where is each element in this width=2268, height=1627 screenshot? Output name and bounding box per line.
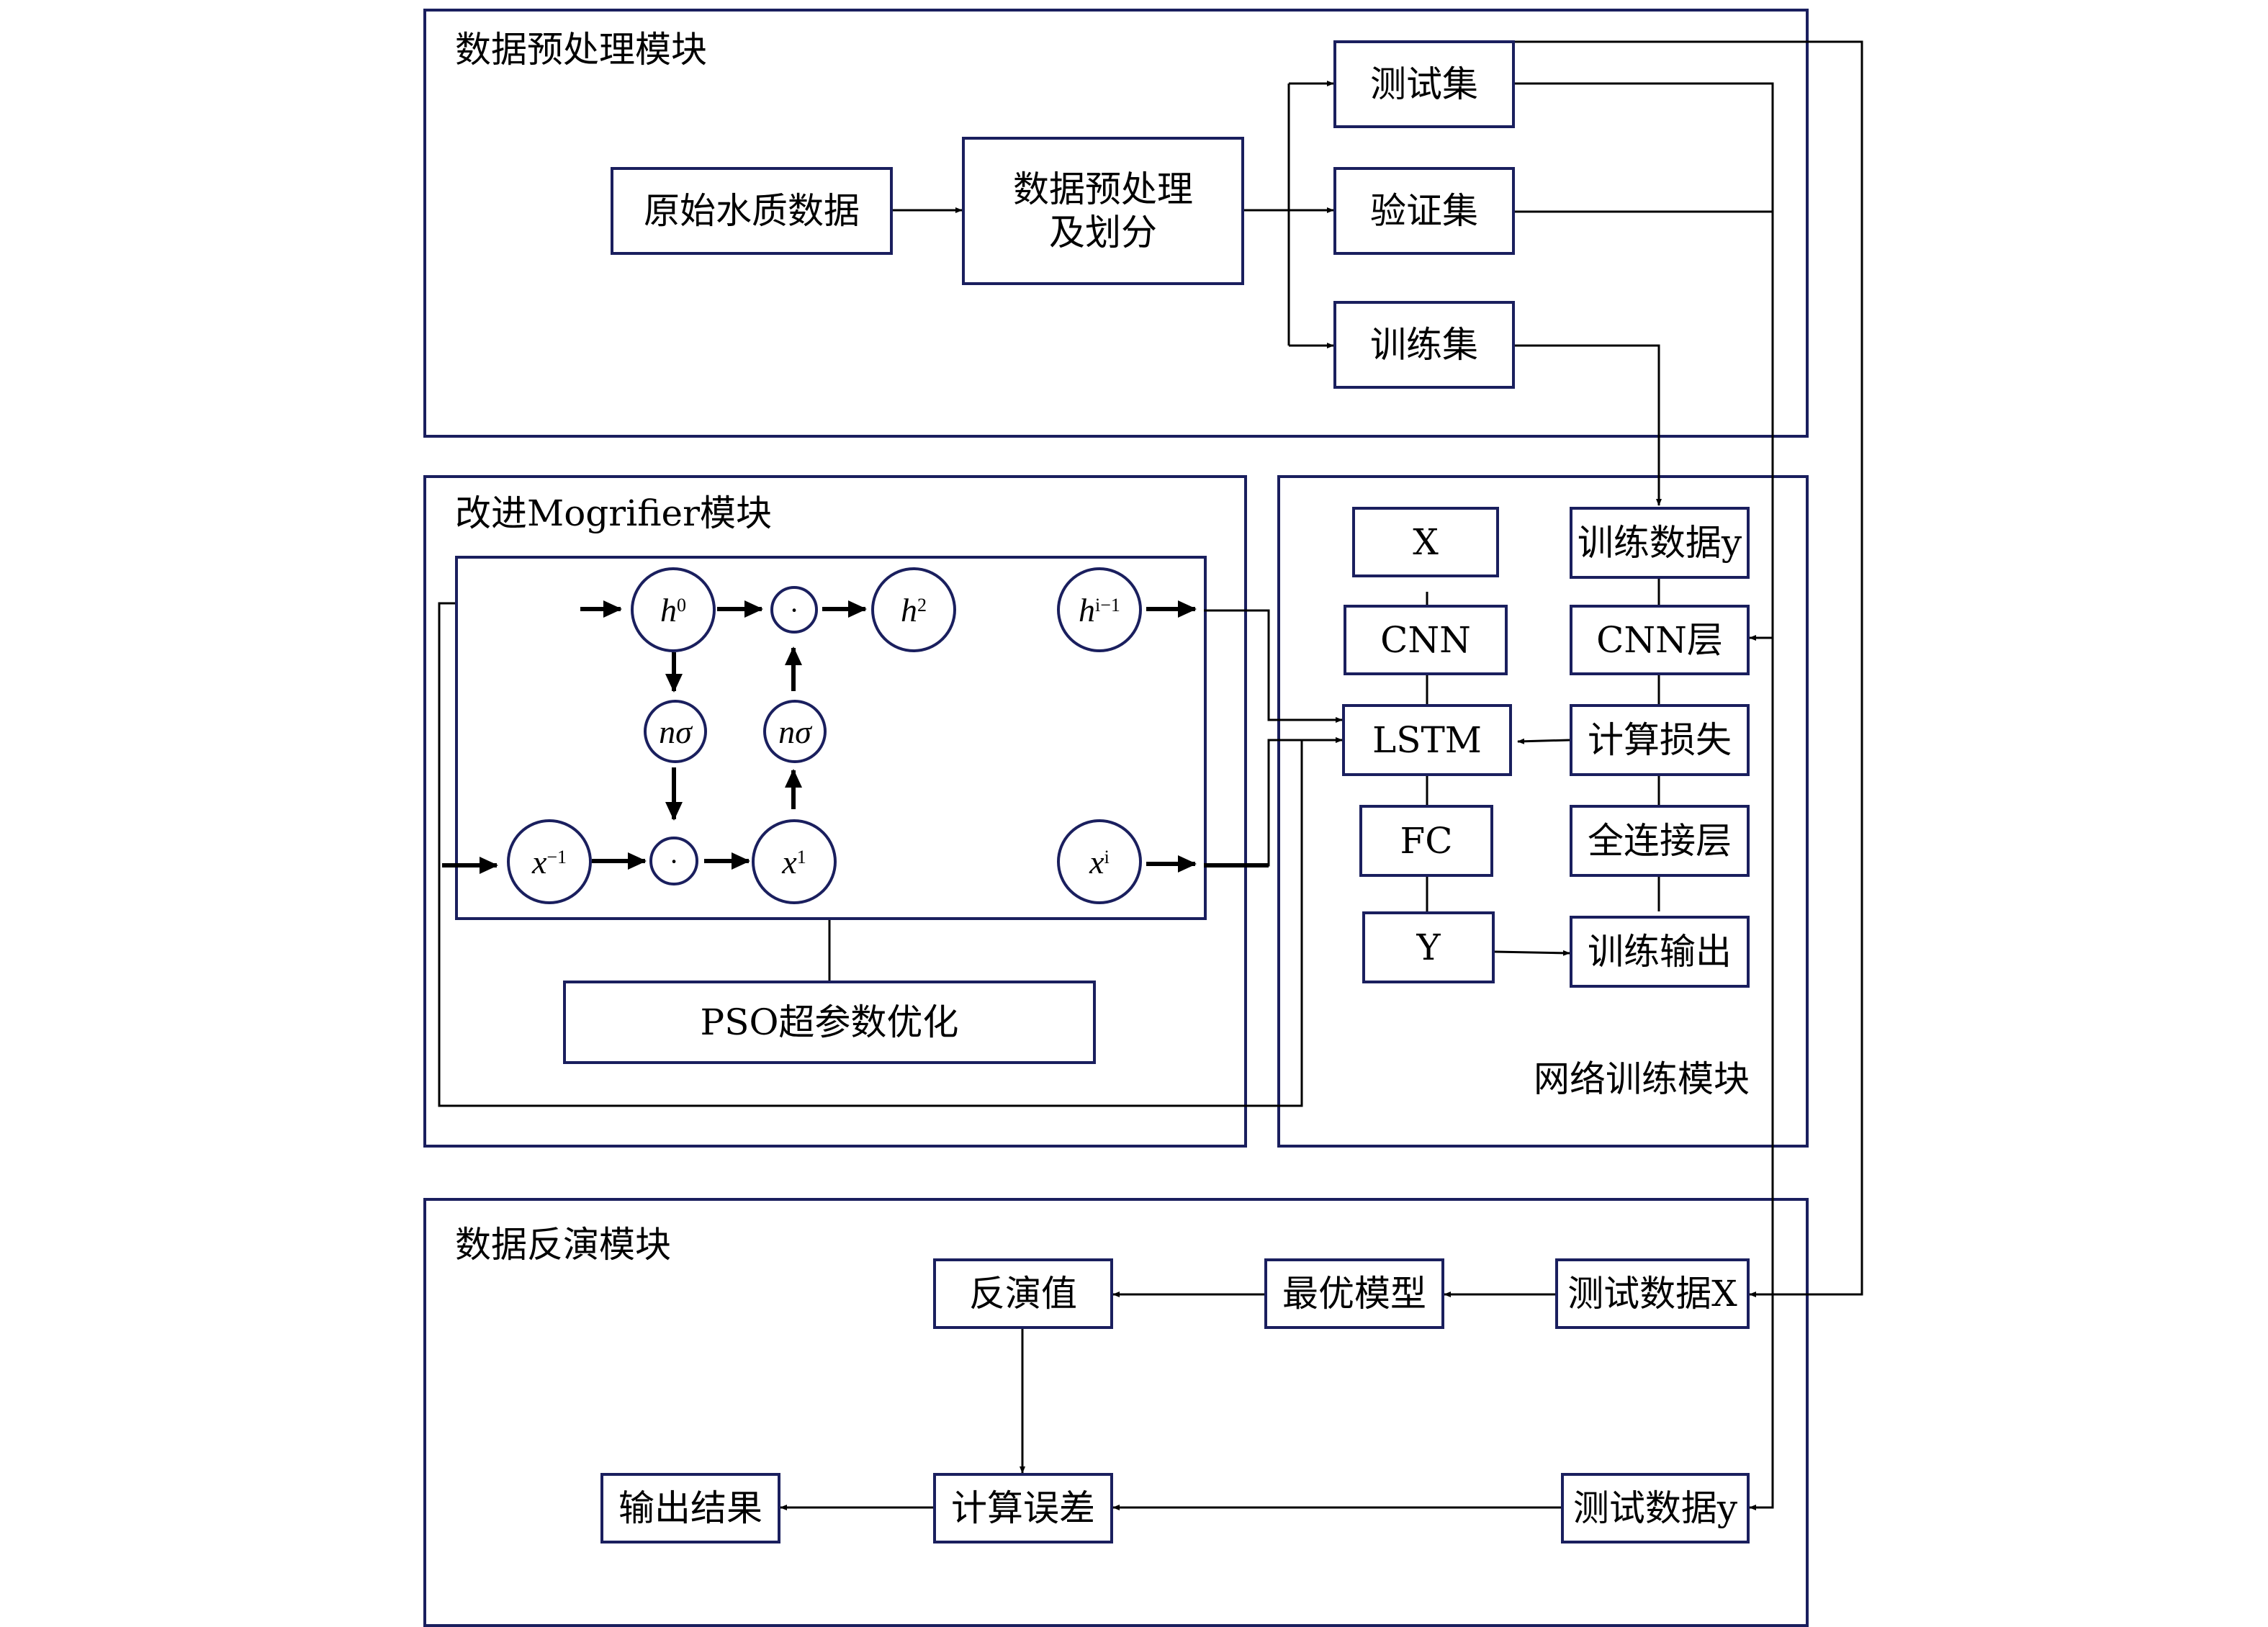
test-data-y-node: 测试数据y bbox=[1561, 1473, 1750, 1543]
xm1-superscript: −1 bbox=[546, 847, 567, 867]
training-module-title: 网络训练模块 bbox=[1534, 1058, 1750, 1100]
raw-water-quality-data-node: 原始水质数据 bbox=[611, 167, 893, 255]
test-set-node: 测试集 bbox=[1333, 40, 1515, 128]
preprocess-module: 数据预处理模块 bbox=[423, 9, 1809, 438]
multiply-symbol-top: · bbox=[789, 593, 799, 626]
hi-superscript: i−1 bbox=[1095, 595, 1120, 616]
multiply-node-top: · bbox=[770, 586, 818, 634]
cnn-layer-node: CNN层 bbox=[1570, 605, 1750, 675]
compute-loss-node: 计算损失 bbox=[1570, 704, 1750, 776]
inversion-module-title: 数据反演模块 bbox=[455, 1224, 671, 1266]
inverted-value-node: 反演值 bbox=[933, 1258, 1113, 1329]
input-x-node: X bbox=[1352, 507, 1499, 577]
training-output-node: 训练输出 bbox=[1570, 916, 1750, 988]
x-minus-1-node: x−1 bbox=[507, 819, 592, 904]
xi-superscript: i bbox=[1104, 847, 1110, 867]
h2-symbol: h bbox=[901, 591, 917, 628]
nsigma-node-right: nσ bbox=[763, 700, 827, 763]
mogrifier-module-title: 改进Mogrifier模块 bbox=[455, 492, 773, 534]
x1-superscript: 1 bbox=[796, 847, 806, 867]
lstm-node: LSTM bbox=[1342, 704, 1512, 776]
validation-set-node: 验证集 bbox=[1333, 167, 1515, 255]
training-set-node: 训练集 bbox=[1333, 301, 1515, 389]
preprocess-split-node: 数据预处理 及划分 bbox=[962, 137, 1244, 285]
h0-symbol: h bbox=[660, 591, 677, 628]
nsigma-symbol-right: nσ bbox=[778, 713, 811, 750]
nsigma-symbol-left: nσ bbox=[659, 713, 692, 750]
training-data-y-node: 训练数据y bbox=[1570, 507, 1750, 579]
x1-symbol: x bbox=[782, 843, 797, 880]
pso-hyperparameter-node: PSO超参数优化 bbox=[563, 981, 1096, 1064]
h0-superscript: 0 bbox=[677, 595, 686, 616]
hi-symbol: h bbox=[1079, 591, 1096, 628]
preprocess-split-line2: 及划分 bbox=[1049, 212, 1157, 253]
best-model-node: 最优模型 bbox=[1264, 1258, 1444, 1329]
fully-connected-layer-node: 全连接层 bbox=[1570, 805, 1750, 877]
xi-symbol: x bbox=[1089, 843, 1104, 880]
nsigma-node-left: nσ bbox=[644, 700, 707, 763]
multiply-symbol-bottom: · bbox=[669, 844, 679, 878]
test-data-x-node: 测试数据X bbox=[1555, 1258, 1750, 1329]
fc-node: FC bbox=[1359, 805, 1493, 877]
training-module: 网络训练模块 bbox=[1277, 475, 1809, 1148]
preprocess-module-title: 数据预处理模块 bbox=[455, 29, 707, 71]
h2-superscript: 2 bbox=[917, 595, 927, 616]
mogrifier-module: 改进Mogrifier模块 bbox=[423, 475, 1247, 1148]
mogrifier-cell-box bbox=[455, 556, 1207, 920]
multiply-node-bottom: · bbox=[649, 837, 698, 885]
cnn-node: CNN bbox=[1344, 605, 1508, 675]
compute-error-node: 计算误差 bbox=[933, 1473, 1113, 1543]
preprocess-split-line1: 数据预处理 bbox=[1013, 168, 1193, 210]
output-y-node: Y bbox=[1362, 911, 1495, 983]
output-result-node: 输出结果 bbox=[600, 1473, 780, 1543]
xm1-symbol: x bbox=[531, 843, 547, 880]
